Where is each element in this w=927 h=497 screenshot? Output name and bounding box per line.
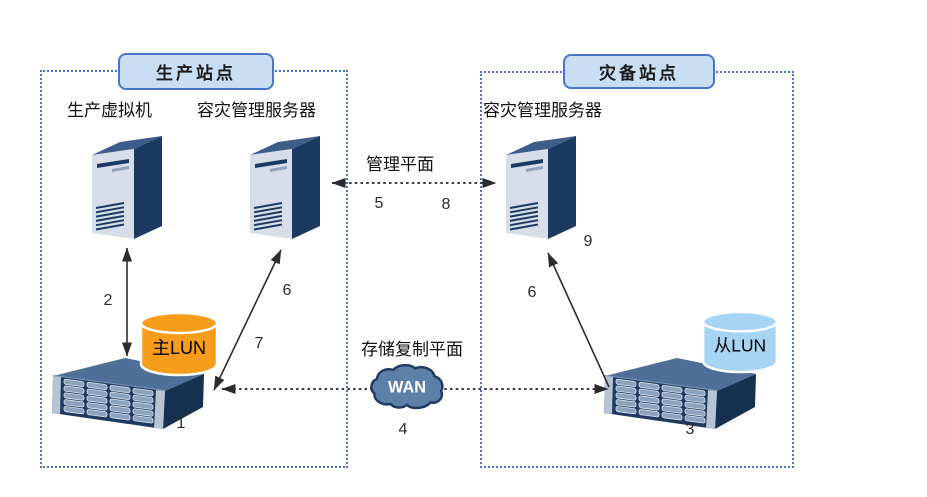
step-number-4: 4 xyxy=(398,421,408,438)
production-dr-server-label: 容灾管理服务器 xyxy=(197,101,316,120)
production-dr-server-icon xyxy=(250,136,320,239)
production-vm-label: 生产虚拟机 xyxy=(67,101,152,120)
recovery-storage-array-icon xyxy=(604,358,756,429)
production-site-title: 生产站点 xyxy=(118,53,274,90)
management-plane-label: 管理平面 xyxy=(366,155,434,174)
primary-lun-label: 主LUN xyxy=(152,338,206,358)
recovery-dr-server-label: 容灾管理服务器 xyxy=(483,101,602,120)
step-number-7: 7 xyxy=(254,335,264,352)
step-number-8: 8 xyxy=(441,196,451,213)
recovery-dr-server-icon xyxy=(506,136,576,239)
wan-cloud-icon: WAN xyxy=(370,363,444,410)
step-number-6-recovery: 6 xyxy=(527,284,537,301)
production-vm-server-icon xyxy=(92,136,162,239)
step-number-3: 3 xyxy=(685,421,695,438)
recovery-site-title: 灾备站点 xyxy=(563,54,715,89)
wan-label: WAN xyxy=(388,379,426,397)
step-number-1: 1 xyxy=(176,415,186,432)
step-number-9: 9 xyxy=(583,233,593,250)
secondary-lun-label: 从LUN xyxy=(714,336,766,356)
step-number-5: 5 xyxy=(374,195,384,212)
production-storage-array-icon xyxy=(52,358,204,429)
replication-plane-label: 存储复制平面 xyxy=(361,340,463,359)
secondary-lun-cylinder-icon: 从LUN xyxy=(701,310,779,374)
step-number-2: 2 xyxy=(103,292,113,309)
step-number-6-production: 6 xyxy=(282,282,292,299)
primary-lun-cylinder-icon: 主LUN xyxy=(139,311,219,377)
